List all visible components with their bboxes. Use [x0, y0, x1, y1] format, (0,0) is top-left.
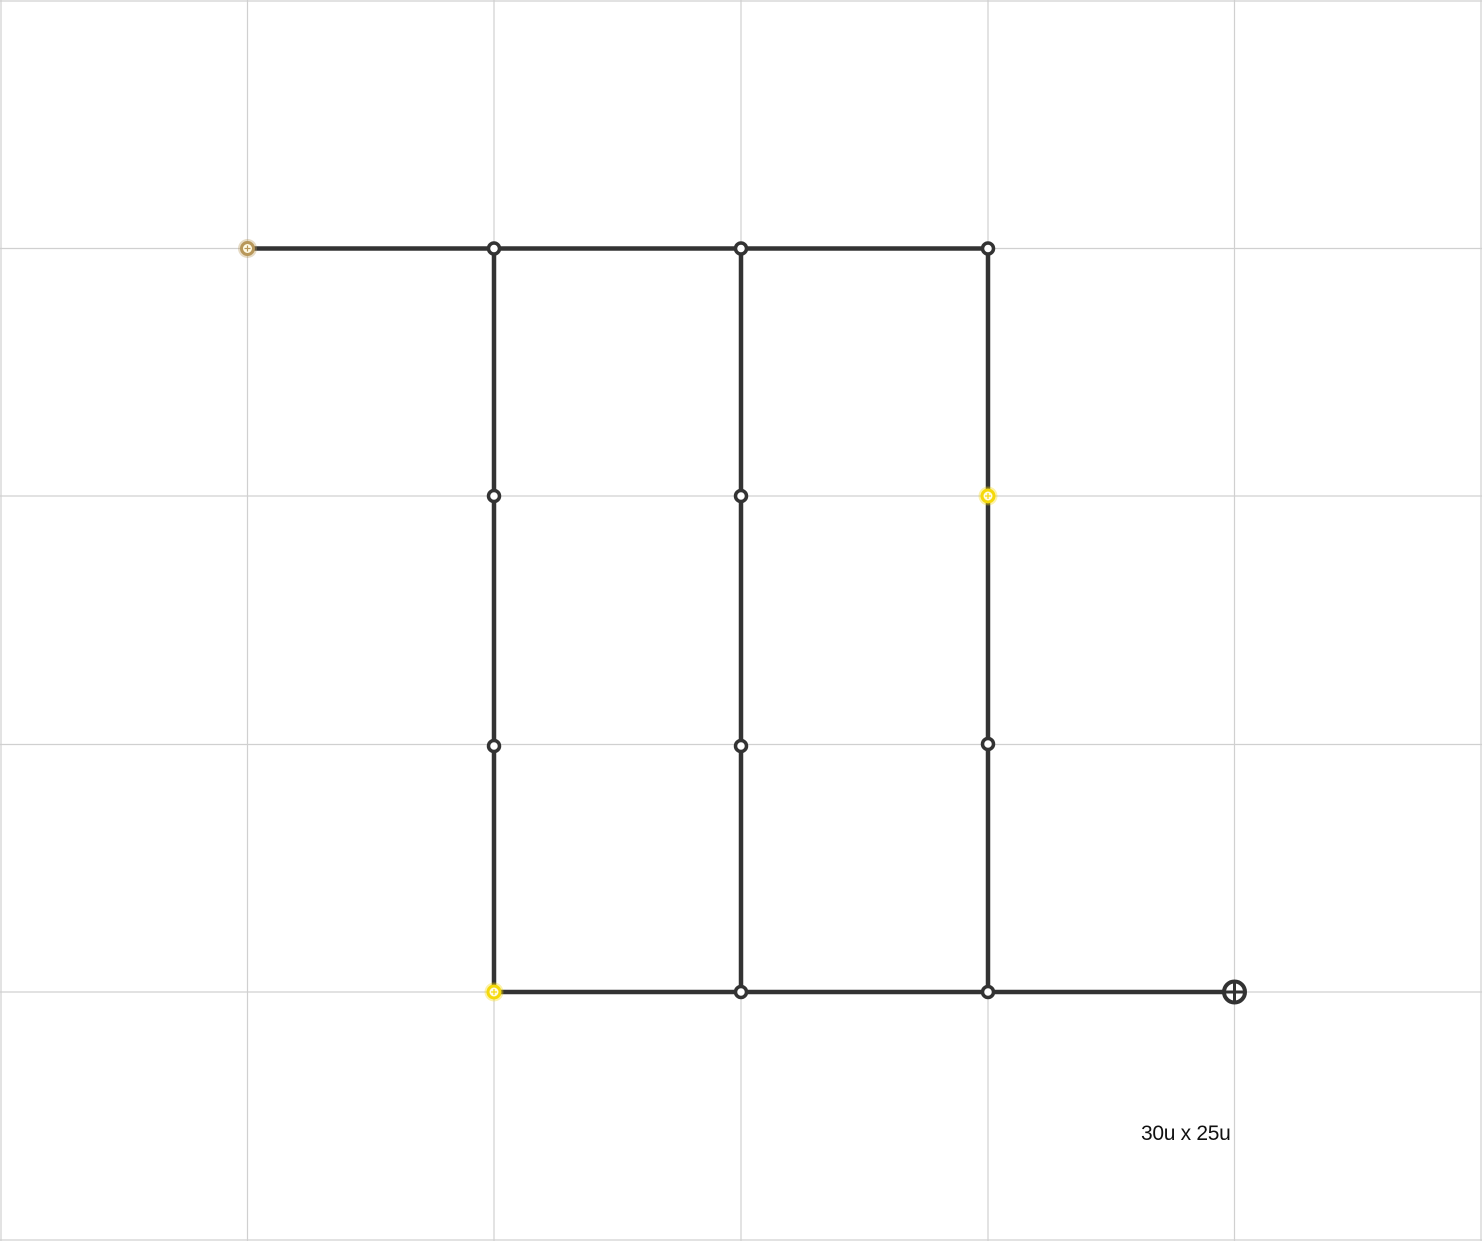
- node-junction[interactable]: [980, 241, 996, 256]
- junction-node-icon: [733, 488, 749, 504]
- node-end[interactable]: [1222, 979, 1247, 1005]
- node-junction[interactable]: [733, 488, 749, 504]
- canvas-size-label: 30u x 25u: [1141, 1122, 1231, 1145]
- node-junction[interactable]: [733, 738, 749, 754]
- wire-layer: [245, 246, 1237, 995]
- node-junction[interactable]: [486, 488, 502, 504]
- node-junction[interactable]: [486, 241, 502, 256]
- node-start[interactable]: [238, 239, 257, 258]
- node-highlight[interactable]: [484, 982, 504, 1002]
- junction-node-icon: [980, 241, 996, 256]
- junction-node-icon: [486, 738, 502, 754]
- node-junction[interactable]: [980, 984, 996, 1000]
- node-layer: [238, 239, 1247, 1005]
- junction-node-icon: [733, 738, 749, 754]
- node-junction[interactable]: [486, 738, 502, 754]
- junction-node-icon: [486, 488, 502, 504]
- junction-node-icon: [486, 241, 502, 256]
- node-junction[interactable]: [733, 241, 749, 256]
- node-junction[interactable]: [980, 736, 996, 752]
- junction-node-icon: [980, 984, 996, 1000]
- node-highlight[interactable]: [978, 486, 998, 506]
- junction-node-icon: [733, 241, 749, 256]
- node-junction[interactable]: [733, 984, 749, 1000]
- junction-node-icon: [980, 736, 996, 752]
- junction-node-icon: [733, 984, 749, 1000]
